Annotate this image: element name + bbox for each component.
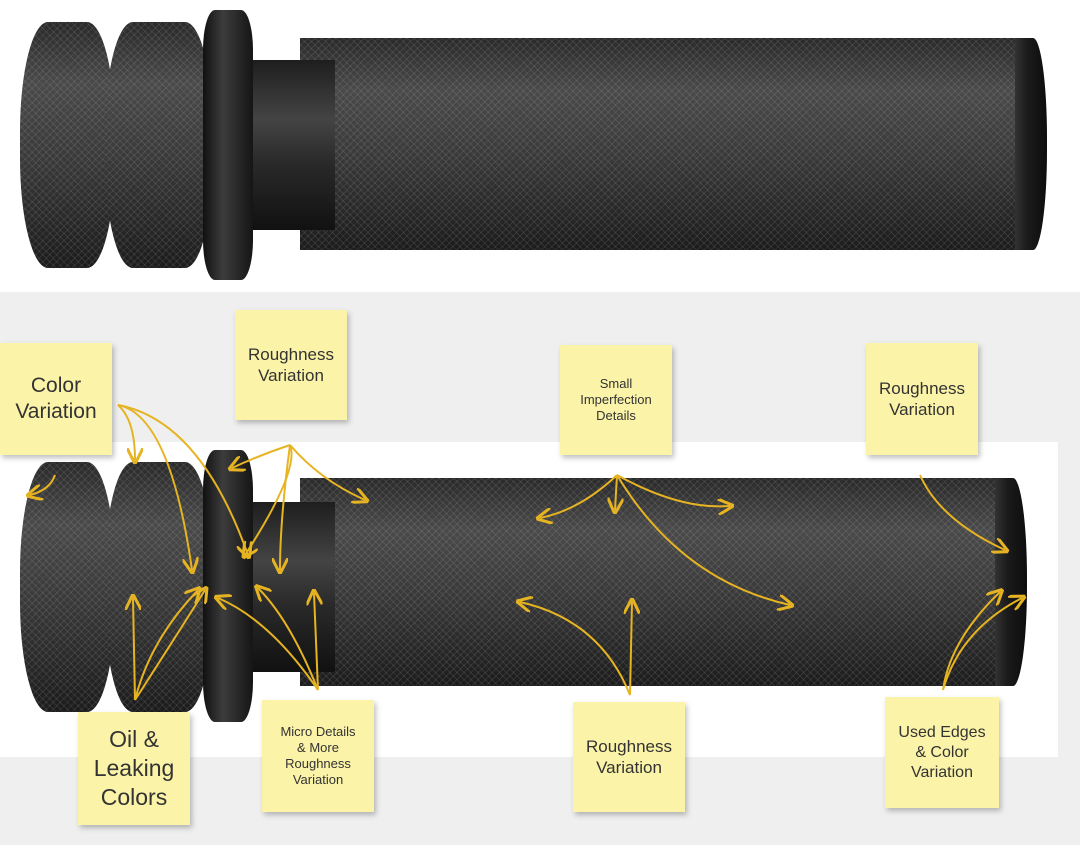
note-roughness-right: Roughness Variation [866,343,978,455]
knurled-tube [300,38,1030,250]
knurled-cap-outer [20,22,115,268]
flange-ring [203,10,253,280]
original-photo-panel [0,0,1080,292]
note-text: Color Variation [15,373,97,423]
knurled-cap-outer [20,462,115,712]
note-small-imperfection: Small Imperfection Details [560,345,672,455]
knurled-tube [300,478,1010,686]
knurled-cap-inner [105,462,213,712]
note-text: Roughness Variation [878,378,965,419]
note-text: Used Edges & Color Variation [898,723,986,781]
flange-ring [203,450,253,722]
tube-end [995,478,1027,686]
note-text: Roughness Variation [247,344,334,385]
note-oil-leaking: Oil & Leaking Colors [78,712,190,825]
note-micro-details: Micro Details & More Roughness Variation [262,700,374,812]
note-roughness-top: Roughness Variation [235,310,347,420]
note-roughness-bottom: Roughness Variation [573,702,685,812]
knurled-cap-inner [105,22,213,268]
note-text: Small Imperfection Details [580,375,652,424]
note-used-edges: Used Edges & Color Variation [885,697,999,808]
tube-end [1015,38,1047,250]
note-text: Oil & Leaking Colors [93,726,175,810]
note-text: Micro Details & More Roughness Variation [280,723,356,788]
note-text: Roughness Variation [585,736,672,777]
note-color-variation: Color Variation [0,343,112,455]
